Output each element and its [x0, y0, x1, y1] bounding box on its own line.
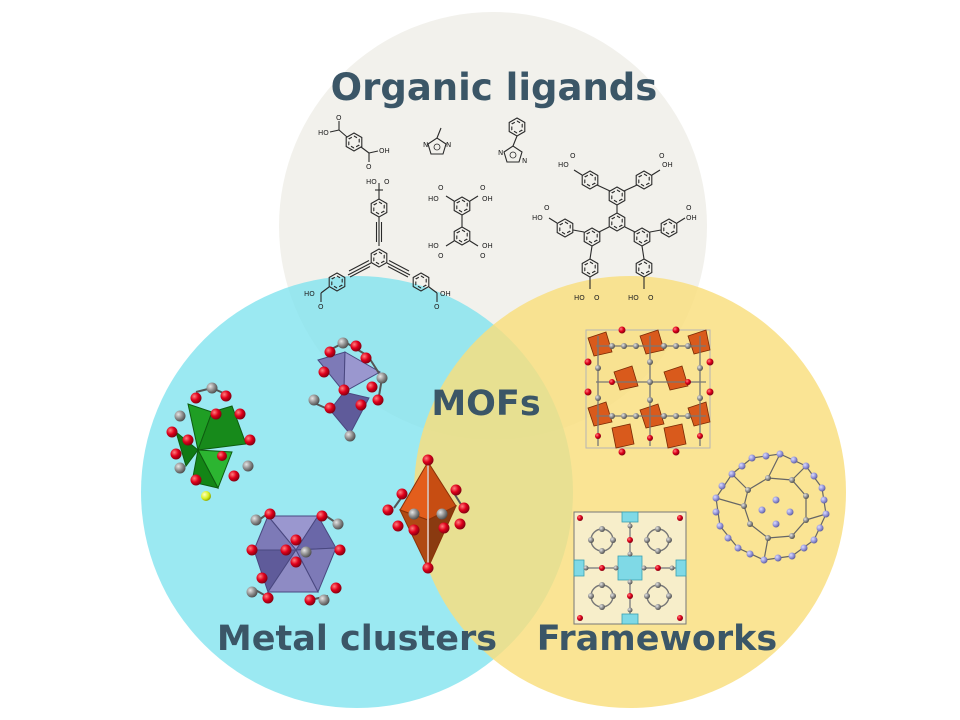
chem-o-label: O [434, 303, 440, 311]
chem-o-label: O [366, 163, 372, 171]
orange-bipyramid-cluster [382, 454, 470, 574]
cyan-square-framework [573, 511, 687, 625]
chem-o-label: O [480, 252, 486, 260]
chem-oh-label: OH [440, 290, 451, 298]
chem-o-label: O [659, 152, 665, 160]
violet-zeolitic-framework [712, 450, 830, 564]
chem-o-label: O [570, 152, 576, 160]
red-cubic-framework [584, 326, 714, 456]
mofs-label: MOFs [431, 384, 540, 424]
chem-oh-label: OH [662, 161, 673, 169]
red-framework-atoms [584, 326, 714, 456]
chem-ho-label: HO [366, 178, 377, 186]
organic-ligands-label: Organic ligands [331, 66, 658, 109]
chem-o-label: O [384, 178, 390, 186]
violet-octahedral-cluster [246, 508, 346, 606]
chem-ho-label: HO [304, 290, 315, 298]
violet-framework-atoms [712, 450, 830, 564]
chem-oh-label: OH [482, 242, 493, 250]
chem-o-label: O [594, 294, 600, 302]
chem-o-label: O [648, 294, 654, 302]
chem-n-label: N [446, 141, 451, 149]
chem-n-label: N [498, 149, 503, 157]
chem-ho-label: HO [318, 129, 329, 137]
venn-labels: Organic ligands MOFs Metal clusters Fram… [217, 66, 777, 659]
metal-cluster-structures [166, 337, 470, 606]
green-tetrahedral-cluster [166, 382, 256, 501]
chem-ho-label: HO [628, 294, 639, 302]
chem-o-label: O [480, 184, 486, 192]
chem-ho-label: HO [428, 195, 439, 203]
chem-o-label: O [544, 204, 550, 212]
hexaphenyl-hexacarboxylate-structure: HO O OH O HO O OH O HO O HO O [532, 152, 697, 302]
chem-ho-label: HO [574, 294, 585, 302]
methylimidazolate-structure: N N [423, 127, 451, 155]
cyan-framework-atoms [577, 515, 683, 621]
chem-oh-label: OH [686, 214, 697, 222]
venn-circles [141, 12, 846, 708]
chem-oh-label: OH [482, 195, 493, 203]
phenylimidazolate-structure: N N [498, 117, 527, 165]
chem-o-label: O [438, 184, 444, 192]
chem-ho-label: HO [428, 242, 439, 250]
chem-o-label: O [318, 303, 324, 311]
chem-ho-label: HO [558, 161, 569, 169]
chem-o-label: O [686, 204, 692, 212]
chem-o-label: O [336, 114, 342, 122]
chem-n-label: N [423, 141, 428, 149]
chem-ho-label: HO [532, 214, 543, 222]
metal-clusters-label: Metal clusters [217, 619, 497, 659]
frameworks-label: Frameworks [537, 619, 778, 659]
frameworks-circle [414, 276, 846, 708]
chem-o-label: O [438, 252, 444, 260]
terephthalic-acid-structure: O HO O OH [318, 114, 390, 171]
violet-tetrahedral-cluster [308, 337, 388, 442]
biphenyl-tetracarboxylate-structure: O HO O OH HO O OH O [428, 184, 493, 260]
chem-oh-label: OH [379, 147, 390, 155]
chem-n-label: N [522, 157, 527, 165]
framework-structures [573, 326, 830, 625]
organic-ligand-structures: O HO O OH N N N N [304, 114, 697, 311]
triethynylbenzene-tricarboxylate-structure: HO O HO O OH O [304, 178, 451, 311]
